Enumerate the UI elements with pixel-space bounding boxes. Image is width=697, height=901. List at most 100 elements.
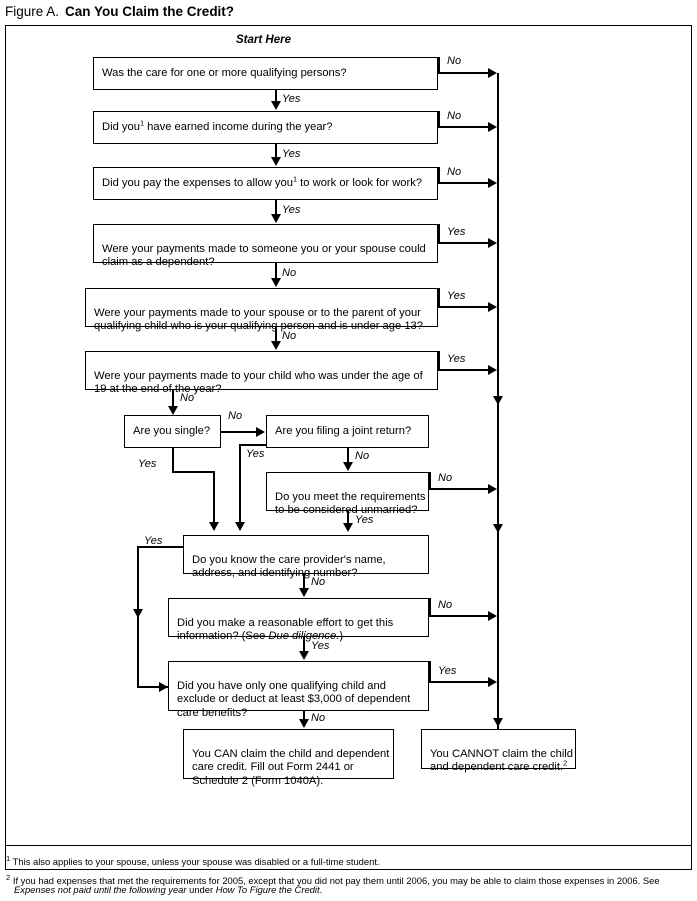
footnote-2-line2: Expenses not paid until the following ye… <box>14 884 323 895</box>
arrowhead-q10-yes <box>159 682 168 692</box>
edge-q12-yes-stub <box>429 661 431 682</box>
edge-label-q8-yes: Yes <box>246 448 265 460</box>
arrowhead-q11-no <box>488 611 497 621</box>
decision-box-q1-text: Was the care for one or more qualifying … <box>102 66 347 79</box>
arrowhead-q12-no <box>299 719 309 728</box>
edge-label-q3-no: No <box>447 166 462 178</box>
decision-box-q3[interactable]: Did you pay the expenses to allow you1 t… <box>93 167 438 200</box>
edge-q5-no <box>275 327 277 343</box>
edge-label-q12-no: No <box>311 712 326 724</box>
arrowhead-q3-yes <box>271 214 281 223</box>
edge-q10-no <box>303 574 305 590</box>
arrowhead-q8-yes <box>235 522 245 531</box>
decision-box-q5[interactable]: Were your payments made to your spouse o… <box>85 288 438 332</box>
edge-q8-no <box>347 448 349 464</box>
outcome-box-cannot-claim[interactable]: You CANNOT claim the child and dependent… <box>421 729 576 773</box>
edge-q10-yes-right <box>137 686 169 688</box>
footnote-separator <box>5 845 692 846</box>
decision-box-q11[interactable]: Did you make a reasonable effort to get … <box>168 598 429 642</box>
arrowhead-q7-yes <box>209 522 219 531</box>
arrowhead-q3-no <box>488 178 497 188</box>
decision-box-q7[interactable]: Are you single? <box>124 415 221 448</box>
edge-label-q9-yes: Yes <box>355 514 374 526</box>
decision-box-q2[interactable]: Did you1 have earned income during the y… <box>93 111 438 144</box>
decision-box-q7-text: Are you single? <box>133 424 211 437</box>
decision-box-q3-text: Did you pay the expenses to allow you1 t… <box>102 173 423 189</box>
diagram-frame <box>5 25 692 870</box>
decision-box-q8[interactable]: Are you filing a joint return? <box>266 415 429 448</box>
arrowhead-q2-yes <box>271 157 281 166</box>
edge-q5-yes-stub <box>438 288 440 307</box>
edge-label-q5-yes: Yes <box>447 290 466 302</box>
edge-label-q10-no: No <box>311 576 326 588</box>
figure-caption: Figure A.Can You Claim the Credit? <box>5 4 605 24</box>
arrowhead-q4-yes <box>488 238 497 248</box>
edge-q7-yes-right <box>172 471 215 473</box>
edge-label-q3-yes: Yes <box>282 204 301 216</box>
edge-label-q1-no: No <box>447 55 462 67</box>
arrowhead-spine-mid-2 <box>493 524 503 533</box>
arrowhead-q5-no <box>271 341 281 350</box>
edge-q7-yes-down <box>172 448 174 472</box>
edge-q3-no <box>438 182 490 184</box>
start-here-label: Start Here <box>236 34 291 46</box>
footnote-ref-2: 2 <box>563 758 568 768</box>
arrowhead-q8-no <box>343 462 353 471</box>
arrowhead-spine-mid-1 <box>493 396 503 405</box>
edge-q2-no <box>438 126 490 128</box>
edge-q8-yes-left <box>239 444 267 446</box>
edge-label-q10-yes: Yes <box>144 535 163 547</box>
edge-q9-no <box>429 488 490 490</box>
arrowhead-q2-no <box>488 122 497 132</box>
edge-q1-no-stub <box>438 57 440 73</box>
edge-q1-no <box>438 72 490 74</box>
edge-q6-yes <box>438 369 490 371</box>
edge-q11-no-stub <box>429 598 431 616</box>
footnote-1-text: This also applies to your spouse, unless… <box>12 856 380 868</box>
decision-box-q11-text: Did you make a reasonable effort to get … <box>177 616 394 643</box>
edge-label-q8-no: No <box>355 450 370 462</box>
edge-label-q7-no: No <box>228 410 243 422</box>
edge-q3-yes <box>275 200 277 216</box>
arrowhead-q6-no <box>168 406 178 415</box>
edge-q7-no <box>221 431 257 433</box>
decision-box-q9[interactable]: Do you meet the requirements to be consi… <box>266 472 429 516</box>
decision-box-q10[interactable]: Do you know the care provider's name, ad… <box>183 535 429 579</box>
footnote-2: 2 If you had expenses that met the requi… <box>6 872 660 887</box>
edge-q1-yes <box>275 90 277 103</box>
edge-q11-no <box>429 615 490 617</box>
decision-box-q10-text: Do you know the care provider's name, ad… <box>192 553 386 580</box>
decision-box-q12[interactable]: Did you have only one qualifying child a… <box>168 661 429 719</box>
edge-q9-yes <box>347 511 349 525</box>
edge-q3-no-stub <box>438 167 440 183</box>
figure-label: Figure A. <box>5 4 60 19</box>
decision-box-q4[interactable]: Were your payments made to someone you o… <box>93 224 438 268</box>
edge-q5-yes <box>438 306 490 308</box>
decision-box-q4-text: Were your payments made to someone you o… <box>102 242 426 269</box>
edge-label-q2-yes: Yes <box>282 148 301 160</box>
edge-q4-yes-stub <box>438 224 440 243</box>
outcome-box-cannot-claim-text: You CANNOT claim the child and dependent… <box>430 747 574 774</box>
footnote-2-ref-expenses: Expenses not paid until the following ye… <box>14 884 187 895</box>
outcome-box-can-claim-text: You CAN claim the child and dependent ca… <box>192 747 390 787</box>
edge-label-q4-no: No <box>282 267 297 279</box>
edge-q2-yes <box>275 144 277 159</box>
decision-box-q8-text: Are you filing a joint return? <box>275 424 412 437</box>
arrowhead-q9-yes <box>343 523 353 532</box>
arrowhead-q11-yes <box>299 651 309 660</box>
outcome-box-can-claim[interactable]: You CAN claim the child and dependent ca… <box>183 729 394 787</box>
edge-label-q1-yes: Yes <box>282 93 301 105</box>
edge-q11-yes <box>303 637 305 653</box>
decision-box-q12-text: Did you have only one qualifying child a… <box>177 679 411 719</box>
edge-label-q6-yes: Yes <box>447 353 466 365</box>
arrowhead-q4-no <box>271 278 281 287</box>
arrowhead-q1-no <box>488 68 497 78</box>
decision-box-q6[interactable]: Were your payments made to your child wh… <box>85 351 438 395</box>
arrowhead-q10-no <box>299 588 309 597</box>
arrowhead-q9-no <box>488 484 497 494</box>
footnote-1-marker: 1 <box>6 854 11 863</box>
edge-label-q11-no: No <box>438 599 453 611</box>
edge-q12-no <box>303 711 305 722</box>
decision-box-q1[interactable]: Was the care for one or more qualifying … <box>93 57 438 90</box>
